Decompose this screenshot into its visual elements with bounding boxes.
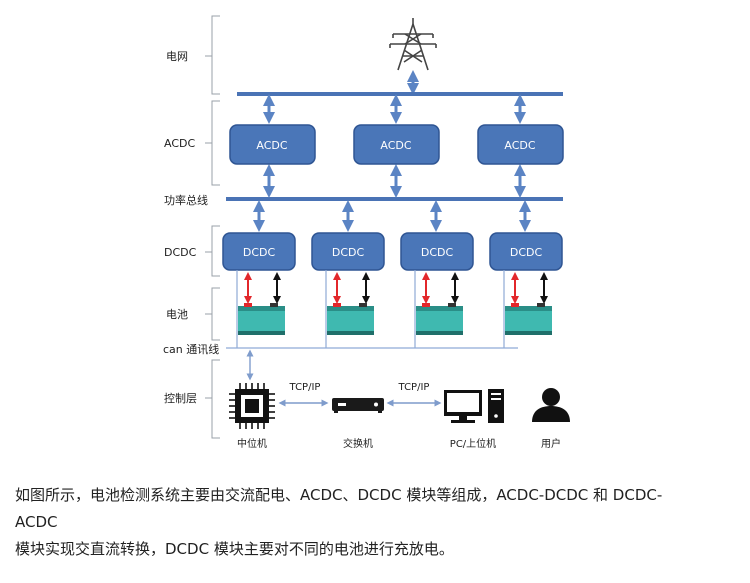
dcdc-module-label: DCDC (510, 246, 543, 259)
system-diagram: 电网 ACDC 功率总线 DCDC 电池 can 通讯线 控制层 ACD (163, 15, 570, 450)
acdc-module: ACDC (353, 124, 440, 165)
layer-label-battery: 电池 (166, 308, 188, 321)
layer-label-acdc: ACDC (164, 137, 195, 150)
caption-line-1: 如图所示，电池检测系统主要由交流配电、ACDC、DCDC 模块等组成，ACDC-… (15, 486, 663, 504)
cpu-chip-icon (229, 383, 275, 429)
can-drops (236, 270, 505, 348)
acdc-module-label: ACDC (380, 139, 411, 152)
power-tower-icon (389, 18, 437, 71)
user-label: 用户 (541, 437, 561, 450)
dcdc-module: DCDC (311, 232, 385, 271)
layer-brackets (211, 15, 220, 439)
bracket-control (211, 359, 220, 439)
battery-icon (238, 303, 285, 335)
layer-label-grid: 电网 (166, 50, 188, 63)
dcdc-module: DCDC (222, 232, 296, 271)
layer-label-power-bus: 功率总线 (164, 193, 208, 207)
bracket-dcdc (211, 225, 220, 277)
bracket-acdc (211, 100, 220, 186)
tcpip-label-1: TCP/IP (289, 382, 321, 393)
layer-label-dcdc: DCDC (164, 246, 197, 259)
dcdc-module: DCDC (400, 232, 474, 271)
layer-label-control: 控制层 (164, 391, 197, 405)
dcdc-arrows (253, 200, 531, 232)
dcdc-module-label: DCDC (243, 246, 276, 259)
layer-label-can: can 通讯线 (163, 342, 219, 356)
controller-label: 中位机 (237, 437, 267, 450)
user-icon (532, 388, 570, 422)
battery-arrows (244, 272, 548, 304)
tcpip-label-2: TCP/IP (398, 382, 430, 393)
acdc-module-label: ACDC (504, 139, 535, 152)
layer-bracket-ticks (205, 55, 212, 399)
acdc-module: ACDC (477, 124, 564, 165)
desktop-pc-icon (444, 389, 504, 423)
dcdc-module-label: DCDC (332, 246, 365, 259)
switch-label: 交换机 (343, 437, 373, 450)
acdc-module-label: ACDC (256, 139, 287, 152)
pc-label: PC/上位机 (450, 437, 496, 450)
battery-icon (505, 303, 552, 335)
caption-line-3: 模块实现交直流转换，DCDC 模块主要对不同的电池进行充放电。 (15, 540, 454, 558)
bracket-battery (211, 287, 220, 341)
acdc-arrows (263, 94, 526, 198)
bracket-grid (211, 15, 220, 95)
network-switch-icon (332, 398, 384, 413)
dcdc-module-label: DCDC (421, 246, 454, 259)
dcdc-module: DCDC (489, 232, 563, 271)
caption-line-2: ACDC (15, 513, 58, 531)
acdc-module: ACDC (229, 124, 316, 165)
battery-icon (327, 303, 374, 335)
caption: 如图所示，电池检测系统主要由交流配电、ACDC、DCDC 模块等组成，ACDC-… (15, 482, 735, 563)
battery-icon (416, 303, 463, 335)
